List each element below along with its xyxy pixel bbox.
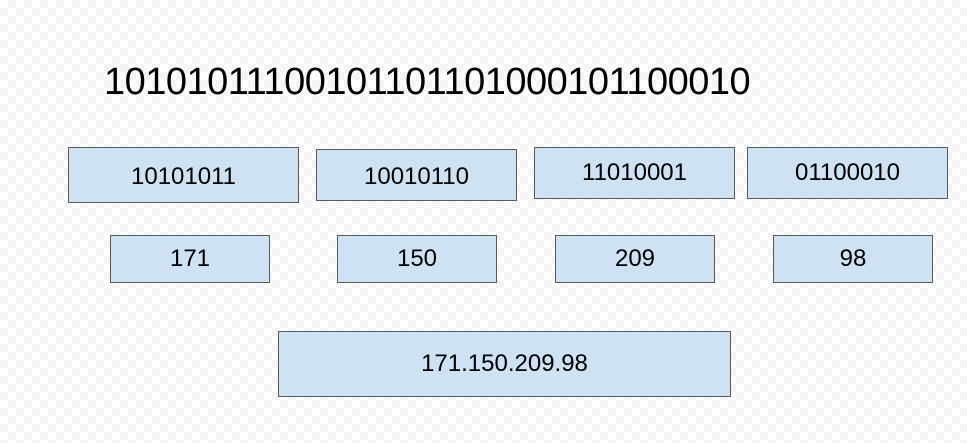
binary-string: 10101011100101101101000101100010 — [104, 61, 751, 103]
octet-box-2: 10010110 — [316, 149, 517, 201]
octet-box-1: 10101011 — [68, 147, 299, 203]
decimal-box-3: 209 — [555, 235, 715, 283]
octet-box-3: 11010001 — [534, 147, 735, 199]
decimal-box-2: 150 — [337, 235, 497, 283]
octet-box-4: 01100010 — [747, 147, 948, 199]
decimal-box-4: 98 — [773, 235, 933, 283]
ip-address-box: 171.150.209.98 — [278, 331, 731, 397]
decimal-box-1: 171 — [110, 235, 270, 283]
